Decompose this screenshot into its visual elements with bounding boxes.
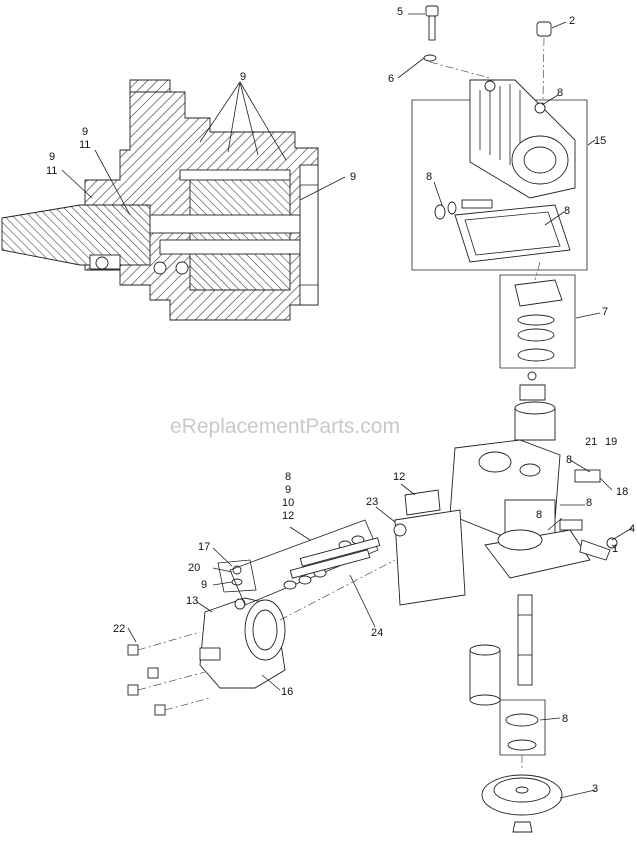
watermark: eReplacementParts.com: [170, 415, 400, 438]
callout-8: 8: [562, 713, 568, 725]
callout-12: 12: [282, 510, 294, 522]
cross-section-view: [1, 79, 346, 321]
pump-assembly: [127, 489, 466, 716]
callout-2: 2: [569, 15, 575, 27]
callout-8: 8: [426, 171, 432, 183]
callout-19: 19: [605, 436, 617, 448]
callout-16: 16: [281, 686, 293, 698]
callout-13: 13: [186, 595, 198, 607]
callout-24: 24: [371, 627, 383, 639]
callout-22: 22: [113, 623, 125, 635]
callout-8: 8: [564, 205, 570, 217]
callout-9: 9: [201, 579, 207, 591]
callout-1: 1: [612, 543, 618, 555]
callout-21: 21: [585, 436, 597, 448]
callout-9: 9: [285, 484, 291, 496]
callout-12: 12: [393, 471, 405, 483]
callout-5: 5: [397, 6, 403, 18]
callout-7: 7: [602, 306, 608, 318]
callout-17: 17: [198, 541, 210, 553]
center-housing: [449, 439, 618, 833]
callout-11: 11: [46, 165, 57, 177]
leader-lines: [127, 13, 633, 799]
callout-8: 8: [557, 87, 563, 99]
callout-6: 6: [388, 73, 394, 85]
callout-10: 10: [282, 497, 294, 509]
callout-8: 8: [586, 497, 592, 509]
callout-8: 8: [285, 471, 291, 483]
upper-exploded-view: [411, 5, 588, 441]
callout-9: 9: [82, 126, 88, 138]
callout-11: 11: [79, 139, 90, 151]
callout-9: 9: [240, 71, 246, 83]
callout-9: 9: [350, 171, 356, 183]
callout-15: 15: [594, 135, 606, 147]
callout-3: 3: [592, 783, 598, 795]
callout-8: 8: [536, 509, 542, 521]
callout-9: 9: [49, 151, 55, 163]
callout-23: 23: [366, 496, 378, 508]
callout-labels: 5 2 6 8 15 8 8 7 9 9 11 9 11 9 21 19 8 1…: [46, 6, 635, 795]
callout-4: 4: [629, 523, 635, 535]
callout-20: 20: [188, 562, 200, 574]
callout-8: 8: [566, 454, 572, 466]
callout-18: 18: [616, 486, 628, 498]
